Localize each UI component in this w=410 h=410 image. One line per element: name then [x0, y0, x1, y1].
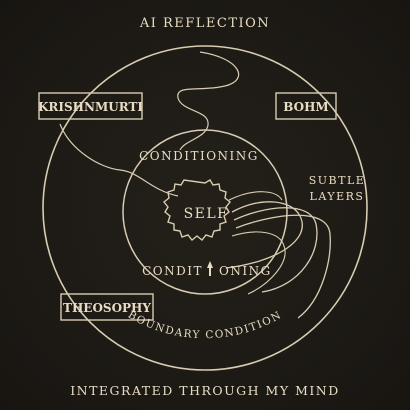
- box-krishnamurti: [38, 92, 143, 120]
- box-theosophy: [60, 293, 154, 321]
- subtle-wave-2: [233, 207, 318, 293]
- subtle-wave-3: [235, 214, 331, 319]
- wavy-line-top-meander: [177, 51, 240, 151]
- subtle-wave-4: [231, 231, 286, 295]
- box-krishnamurti-label: KRISHNMURTI: [38, 100, 143, 114]
- wavy-line-krishnamurti: [59, 123, 179, 197]
- cursor-mark: [207, 261, 213, 276]
- outer-ring: [42, 45, 368, 371]
- conditioning-bottom-label-a: CONDIT: [142, 264, 203, 278]
- middle-ring: [122, 129, 288, 295]
- conditioning-top-label: CONDITIONING: [139, 149, 259, 163]
- box-bohm: [275, 92, 337, 120]
- self-gear-icon: [163, 179, 231, 241]
- box-bohm-label: BOHM: [283, 100, 328, 114]
- subtle-layers-label-2: LAYERS: [310, 190, 365, 203]
- subtle-layers-label-1: SUBTLE: [309, 174, 366, 187]
- box-theosophy-label: THEOSOPHY: [63, 301, 151, 315]
- self-label: SELF: [184, 206, 229, 222]
- header-title: AI REFLECTION: [139, 16, 270, 31]
- subtle-wave-5: [228, 191, 283, 201]
- subtle-wave-1: [225, 201, 303, 269]
- footer-caption: INTEGRATED THROUGH MY MIND: [70, 383, 340, 398]
- conditioning-bottom-label-b: ONING: [219, 264, 272, 278]
